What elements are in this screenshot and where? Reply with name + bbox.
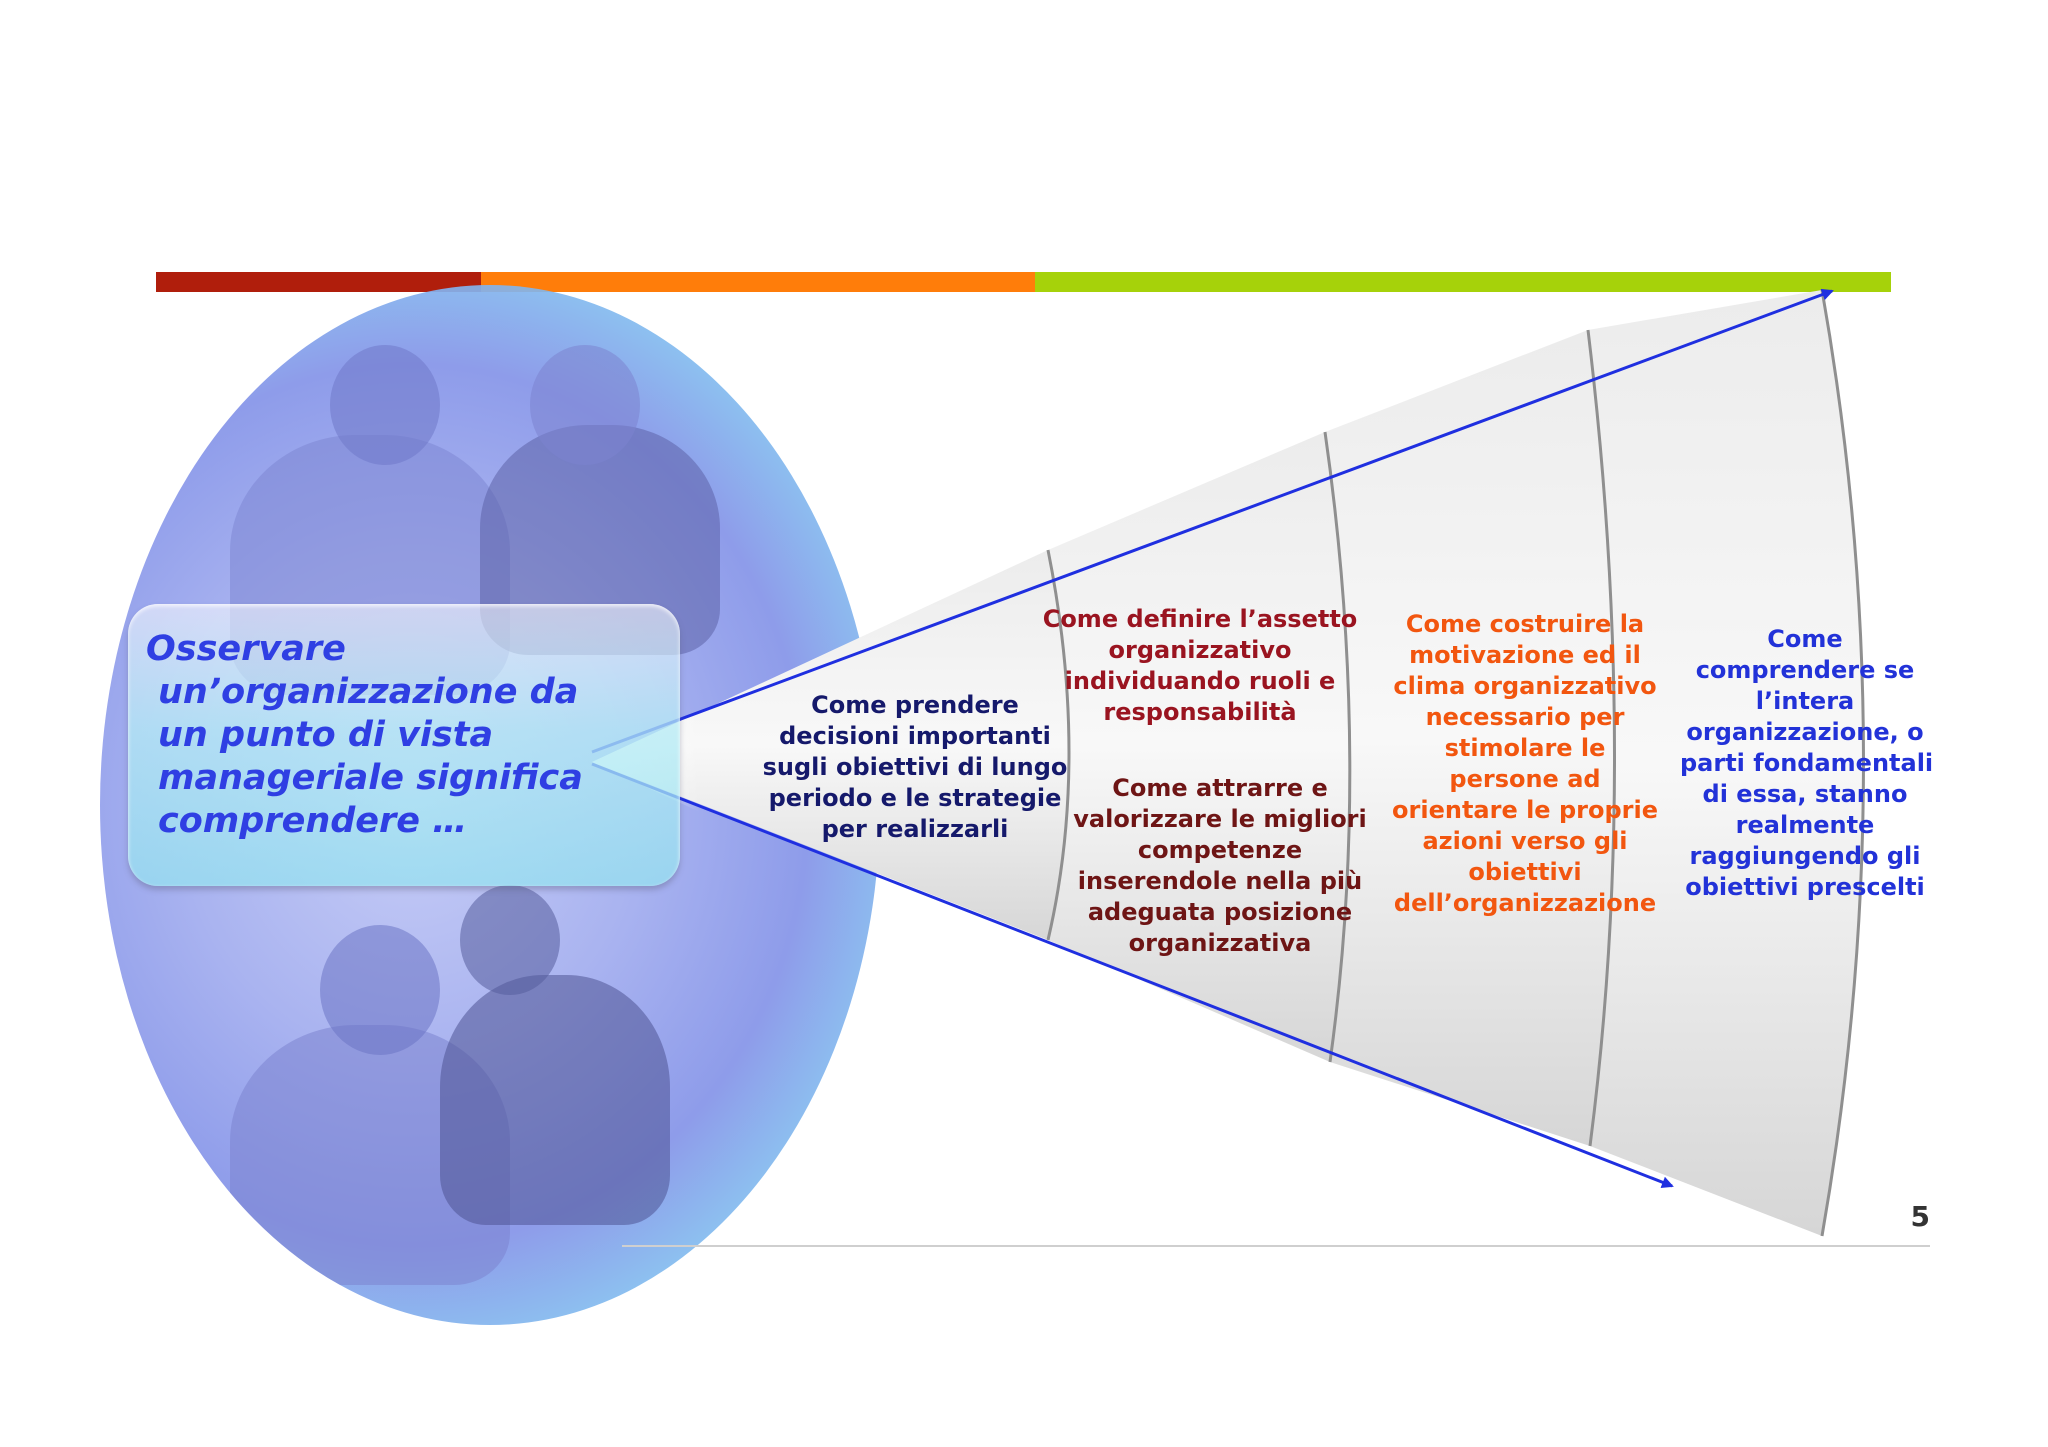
label-line: di essa, stanno: [1702, 780, 1908, 808]
label-line: obiettivi prescelti: [1685, 873, 1925, 901]
label-line: decisioni importanti: [779, 722, 1051, 750]
title-callout: [128, 604, 680, 886]
label-line: orientare le proprie: [1392, 796, 1658, 824]
label-line: Come definire l’assetto: [1042, 605, 1358, 633]
label-line: azioni verso gli: [1422, 827, 1628, 855]
label-objectives-check: Come comprendere se l’intera organizzazi…: [1680, 624, 1934, 903]
header-bar-orange: [481, 272, 1035, 292]
label-line: Come attrarre e: [1112, 774, 1328, 802]
label-line: Come: [1767, 625, 1843, 653]
funnel-divider-4: [1820, 289, 1865, 1237]
page-number: 5: [1910, 1200, 1930, 1233]
title-line: manageriale significa: [158, 758, 583, 798]
title-line: comprendere …: [158, 801, 468, 841]
label-line: necessario per: [1425, 703, 1625, 731]
label-line: adeguata posizione: [1087, 898, 1353, 926]
label-line: inserendole nella più: [1077, 867, 1363, 895]
slide-title: Osservare un’organizzazione da un punto …: [146, 628, 706, 843]
label-line: periodo e le strategie: [768, 784, 1062, 812]
label-line: organizzativa: [1128, 929, 1312, 957]
label-motivation-climate: Come costruire la motivazione ed il clim…: [1390, 609, 1660, 919]
label-line: comprendere se: [1695, 656, 1915, 684]
label-line: raggiungendo gli: [1689, 842, 1921, 870]
label-line: l’intera: [1755, 687, 1855, 715]
funnel-band-1: [592, 550, 1069, 940]
label-line: realmente: [1735, 811, 1875, 839]
upper-arrow: [591, 288, 1834, 754]
title-line: un punto di vista: [158, 715, 494, 755]
funnel-band-4: [1588, 290, 1864, 1236]
label-line: obiettivi: [1468, 858, 1582, 886]
label-line: clima organizzativo: [1393, 672, 1657, 700]
funnel-divider-1: [1046, 549, 1071, 941]
label-line: Come costruire la: [1405, 610, 1645, 638]
label-line: organizzazione, o: [1686, 718, 1924, 746]
lower-arrow: [591, 762, 1674, 1188]
label-line: responsabilità: [1103, 698, 1297, 726]
funnel-band-2: [1048, 432, 1350, 1062]
label-line: competenze: [1137, 836, 1303, 864]
title-line: Osservare: [146, 629, 346, 669]
label-line: motivazione ed il: [1409, 641, 1641, 669]
label-line: dell’organizzazione: [1393, 889, 1657, 917]
funnel-divider-3: [1586, 329, 1617, 1147]
label-organizational-structure: Come definire l’assetto organizzativo in…: [1040, 604, 1360, 728]
header-bar-red: [156, 272, 481, 292]
label-strategic-decisions: Come prendere decisioni importanti sugli…: [760, 690, 1070, 845]
footer-divider: [622, 1245, 1930, 1247]
funnel-band-3: [1325, 330, 1615, 1146]
label-line: individuando ruoli e: [1064, 667, 1336, 695]
label-line: sugli obiettivi di lungo: [762, 753, 1068, 781]
label-line: persone ad: [1449, 765, 1601, 793]
label-line: parti fondamentali: [1680, 749, 1934, 777]
label-line: per realizzarli: [821, 815, 1009, 843]
funnel-divider-2: [1323, 431, 1352, 1063]
label-line: valorizzare le migliori: [1073, 805, 1367, 833]
header-bar-green: [1035, 272, 1891, 292]
label-line: Come prendere: [811, 691, 1019, 719]
label-line: organizzativo: [1108, 636, 1292, 664]
label-line: stimolare le: [1444, 734, 1606, 762]
title-line: un’organizzazione da: [158, 672, 579, 712]
label-talent-attraction: Come attrarre e valorizzare le migliori …: [1065, 773, 1375, 959]
